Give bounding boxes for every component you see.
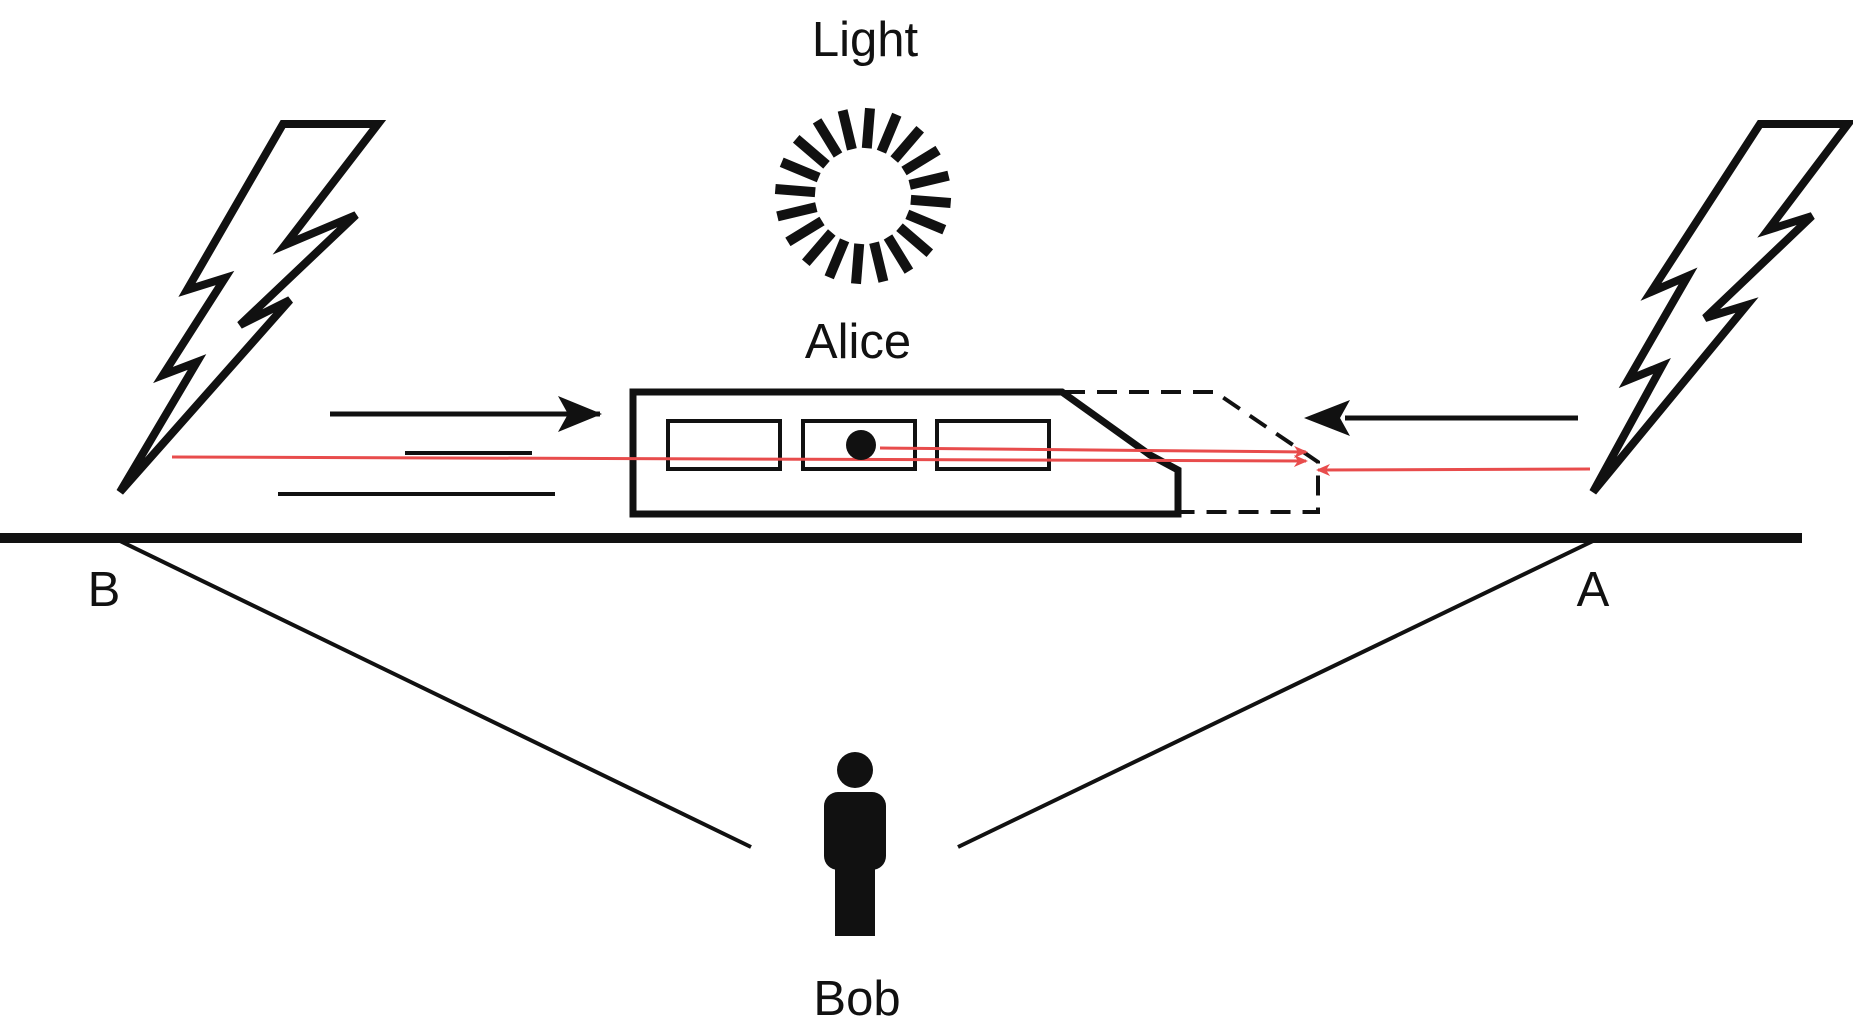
sun-ray bbox=[908, 170, 950, 190]
train-motion-arrowhead bbox=[558, 396, 602, 432]
sun-ray bbox=[876, 112, 902, 154]
right-lightning-bolt-icon bbox=[1589, 120, 1853, 495]
sun-ray bbox=[824, 238, 850, 280]
sun-ray bbox=[792, 135, 830, 169]
sun-ray bbox=[869, 241, 889, 283]
sun-ray bbox=[896, 223, 934, 257]
sun-ray bbox=[890, 125, 924, 163]
train-future-position-outline bbox=[1065, 390, 1320, 514]
sun-ray bbox=[883, 234, 914, 274]
light-ray-from-alice bbox=[879, 445, 1308, 458]
sight-line-a bbox=[957, 539, 1594, 849]
train-window bbox=[666, 419, 782, 471]
sun-ray bbox=[861, 107, 875, 149]
sun-ray bbox=[901, 145, 941, 176]
point-b-label: B bbox=[88, 563, 121, 617]
sun-ray bbox=[905, 209, 947, 235]
light-label: Light bbox=[812, 13, 919, 67]
light-ray-from-a bbox=[1316, 463, 1591, 476]
sun-ray bbox=[910, 194, 952, 208]
embankment-motion-arrowhead bbox=[1304, 400, 1350, 436]
sun-ray bbox=[851, 243, 865, 285]
sun-ray bbox=[802, 229, 836, 267]
alice-label: Alice bbox=[805, 315, 911, 369]
sight-line-b bbox=[119, 539, 752, 849]
light-ray-from-b bbox=[171, 454, 1308, 467]
point-a-label: A bbox=[1577, 563, 1610, 617]
bob-label: Bob bbox=[813, 972, 900, 1026]
person-icon bbox=[824, 752, 886, 936]
sun-ray bbox=[776, 202, 818, 222]
sun-ray bbox=[837, 109, 857, 151]
alice-marker bbox=[846, 430, 876, 460]
sun-ray bbox=[785, 216, 825, 247]
sun-ray bbox=[774, 184, 816, 198]
sun-ray bbox=[779, 157, 821, 183]
sun-ray bbox=[812, 118, 843, 158]
train-window bbox=[935, 419, 1051, 471]
sun-icon bbox=[774, 107, 952, 285]
left-lightning-bolt-icon bbox=[116, 120, 387, 495]
